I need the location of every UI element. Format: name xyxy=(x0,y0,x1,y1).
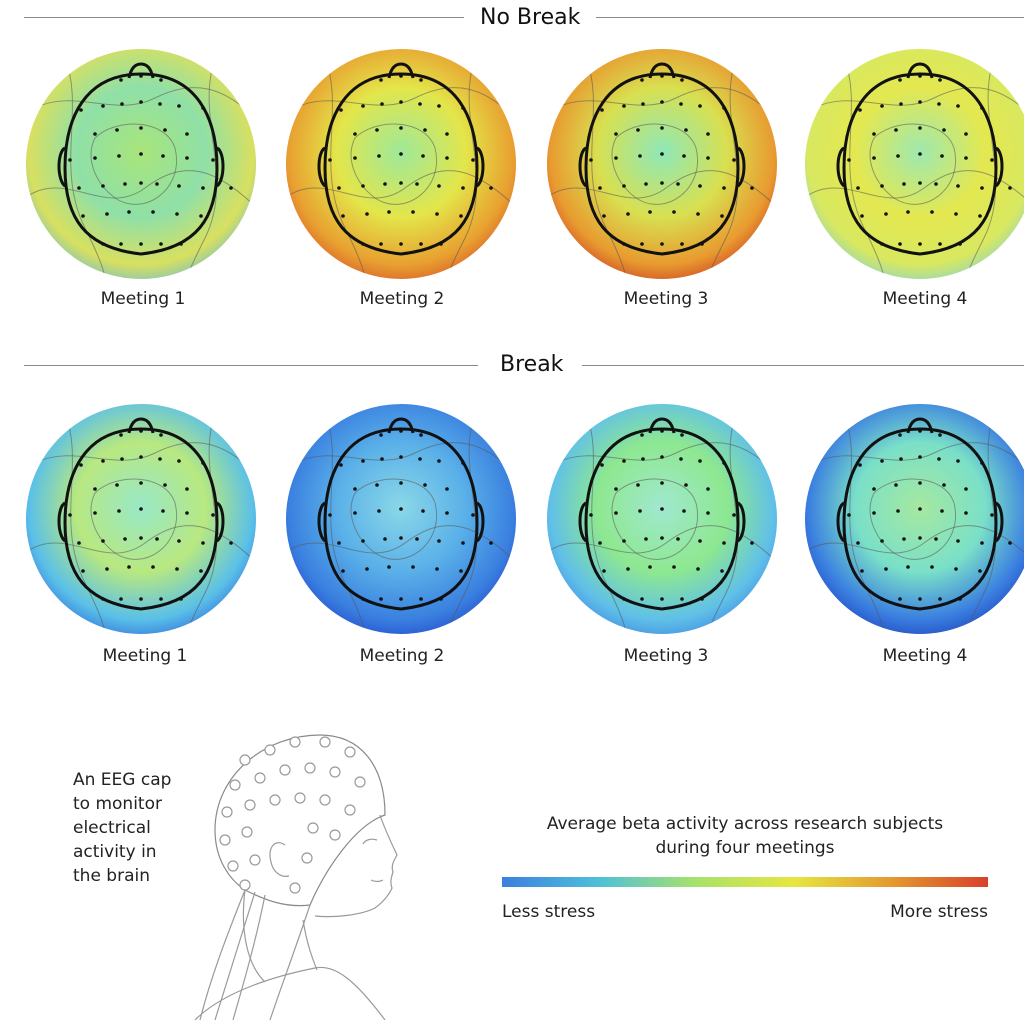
eeg-cap-caption: An EEG cap to monitor electrical activit… xyxy=(73,770,172,886)
section-rule-no-break-left xyxy=(24,17,464,18)
meeting-label: Meeting 2 xyxy=(359,289,445,309)
topomap-no-break-meeting-1 xyxy=(25,48,257,280)
meeting-label: Meeting 3 xyxy=(623,646,709,666)
eeg-cap-illustration xyxy=(185,720,415,1021)
topomap-break-meeting-4 xyxy=(804,403,1024,635)
section-rule-break-right xyxy=(582,365,1024,366)
topomap-no-break-meeting-2 xyxy=(285,48,517,280)
meeting-label: Meeting 4 xyxy=(882,646,968,666)
topomap-no-break-meeting-4 xyxy=(804,48,1024,280)
meeting-label: Meeting 2 xyxy=(359,646,445,666)
topomap-break-meeting-1 xyxy=(25,403,257,635)
meeting-label: Meeting 1 xyxy=(102,646,188,666)
section-title-no-break: No Break xyxy=(468,3,593,33)
meeting-label: Meeting 3 xyxy=(623,289,709,309)
stress-color-scale xyxy=(502,877,988,887)
section-title-break: Break xyxy=(488,350,576,380)
topomap-no-break-meeting-3 xyxy=(546,48,778,280)
section-rule-no-break-right xyxy=(596,17,1024,18)
legend-title: Average beta activity across research su… xyxy=(546,814,944,858)
legend-high-label: More stress xyxy=(890,902,988,922)
topomap-break-meeting-3 xyxy=(546,403,778,635)
meeting-label: Meeting 4 xyxy=(882,289,968,309)
legend-low-label: Less stress xyxy=(502,902,596,922)
topomap-break-meeting-2 xyxy=(285,403,517,635)
meeting-label: Meeting 1 xyxy=(100,289,186,309)
section-rule-break-left xyxy=(24,365,478,366)
